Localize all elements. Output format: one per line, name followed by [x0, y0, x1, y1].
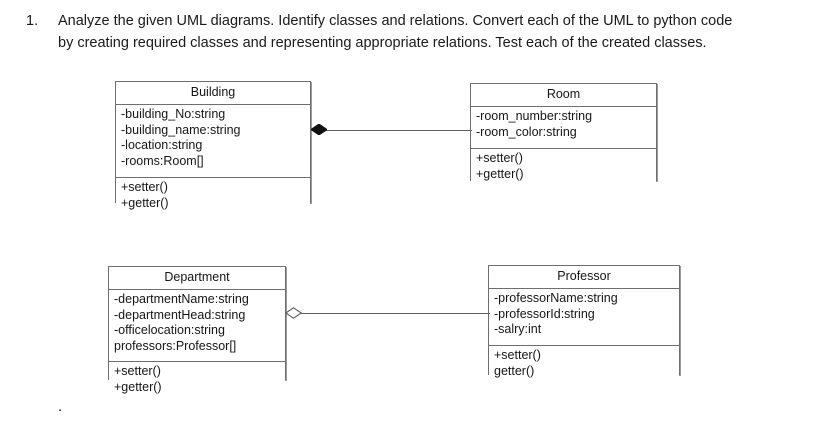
uml-attribute: -professorName:string [494, 291, 618, 305]
uml-class-room: Room -room_number:string -room_color:str… [470, 83, 657, 185]
uml-attribute: -officelocation:string [114, 323, 225, 337]
uml-attribute: -professorId:string [494, 306, 595, 321]
uml-attribute: -room_number:string [476, 109, 593, 123]
uml-class-department: Department -departmentName:string -depar… [108, 266, 286, 398]
hollow-diamond-icon [285, 307, 302, 319]
relation-line [326, 130, 472, 131]
uml-method: +getter() [121, 195, 169, 210]
uml-attribute: -room_color:string [476, 124, 577, 139]
uml-class-name-department: Department [109, 267, 285, 290]
uml-class-building: Building -building_No:string -building_n… [115, 81, 311, 214]
uml-attributes-professor: -professorName:string -professorId:strin… [489, 289, 679, 346]
relation-line [301, 313, 490, 314]
uml-attribute: -rooms:Room[] [121, 153, 204, 168]
question-text: Analyze the given UML diagrams. Identify… [58, 10, 816, 54]
uml-methods-department: +setter() +getter() [109, 362, 285, 398]
uml-class-name-building: Building [116, 82, 310, 105]
uml-attribute: professors:Professor[] [114, 338, 237, 353]
uml-attribute: -departmentHead:string [114, 307, 246, 322]
uml-attributes-room: -room_number:string -room_color:string [471, 107, 656, 149]
uml-method: +setter() [494, 348, 541, 362]
uml-attribute: -building_No:string [121, 107, 226, 121]
uml-attribute: -building_name:string [121, 122, 241, 137]
question-block: 1. Analyze the given UML diagrams. Ident… [26, 10, 816, 54]
trailing-period: . [58, 398, 63, 415]
question-line-1: Analyze the given UML diagrams. Identify… [58, 13, 733, 29]
uml-attribute: -location:string [121, 138, 203, 152]
uml-class-professor: Professor -professorName:string -profess… [488, 265, 680, 382]
uml-method: getter() [494, 363, 535, 378]
question-number: 1. [26, 13, 39, 29]
uml-method: +setter() [114, 364, 161, 378]
uml-method: +getter() [476, 166, 524, 181]
question-row: 1. Analyze the given UML diagrams. Ident… [26, 10, 816, 54]
uml-attributes-building: -building_No:string -building_name:strin… [116, 105, 310, 178]
uml-class-name-professor: Professor [489, 266, 679, 289]
uml-methods-professor: +setter() getter() [489, 346, 679, 382]
uml-methods-building: +setter() +getter() [116, 178, 310, 214]
question-line-2: by creating required classes and represe… [58, 35, 707, 51]
uml-class-name-room: Room [471, 84, 656, 107]
uml-method: +setter() [476, 151, 523, 165]
uml-attribute: -salry:int [494, 322, 542, 336]
uml-attributes-department: -departmentName:string -departmentHead:s… [109, 290, 285, 362]
uml-methods-room: +setter() +getter() [471, 149, 656, 185]
uml-method: +getter() [114, 379, 162, 394]
uml-attribute: -departmentName:string [114, 292, 249, 306]
filled-diamond-icon [311, 124, 327, 135]
uml-method: +setter() [121, 180, 168, 194]
